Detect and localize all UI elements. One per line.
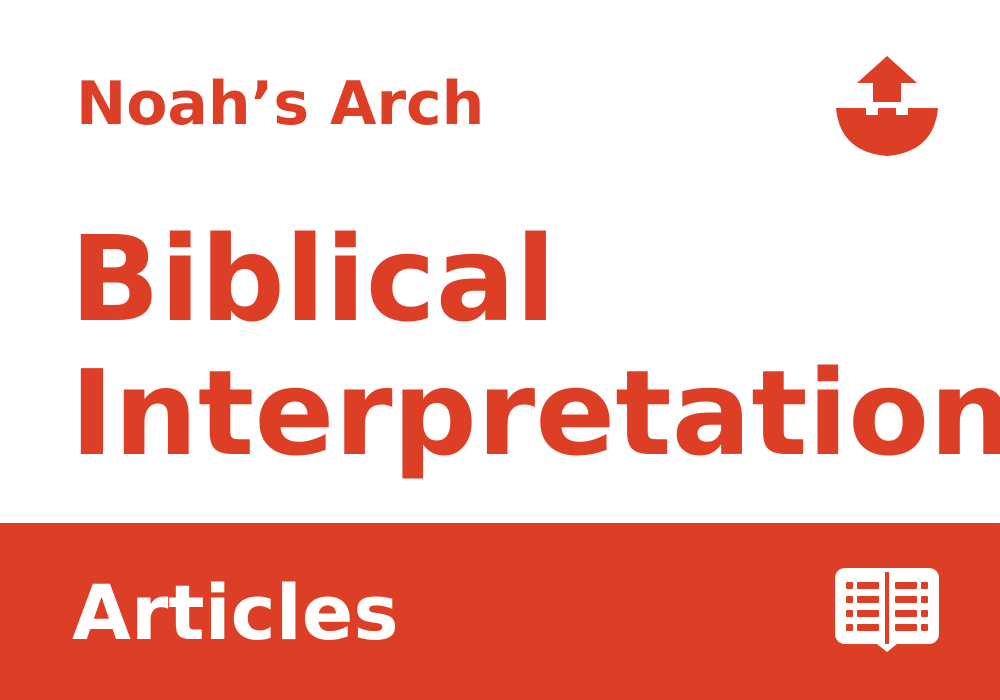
title-line-2: Interpretation (70, 344, 1000, 482)
ark-icon (836, 56, 938, 156)
category-label: Articles (72, 568, 399, 657)
title-line-1: Biblical (70, 210, 556, 348)
brand-name: Noah’s Arch (76, 69, 485, 139)
category-band: Articles (0, 523, 1000, 700)
open-book-icon (835, 568, 939, 652)
page-title: Biblical Interpretation (70, 212, 1000, 480)
